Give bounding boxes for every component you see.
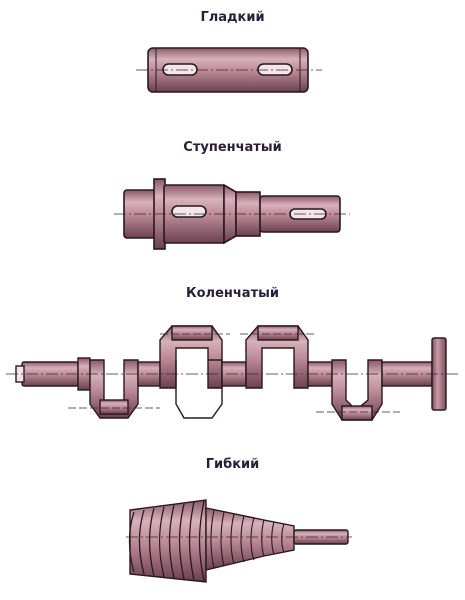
smooth-shaft-drawing [136,47,322,93]
flexible-shaft-drawing [126,499,352,583]
stepped-shaft-drawing [114,178,350,250]
title-smooth-shaft: Гладкий [200,10,265,25]
crank-shaft-drawing [6,325,458,421]
keyway-slot-left [162,63,198,76]
title-flexible-shaft: Гибкий [205,457,260,472]
title-crank-shaft: Коленчатый [186,286,279,301]
keyway-slot-right [257,63,293,76]
keyway-slot-left [171,205,207,218]
title-stepped-shaft: Ступенчатый [183,140,282,155]
